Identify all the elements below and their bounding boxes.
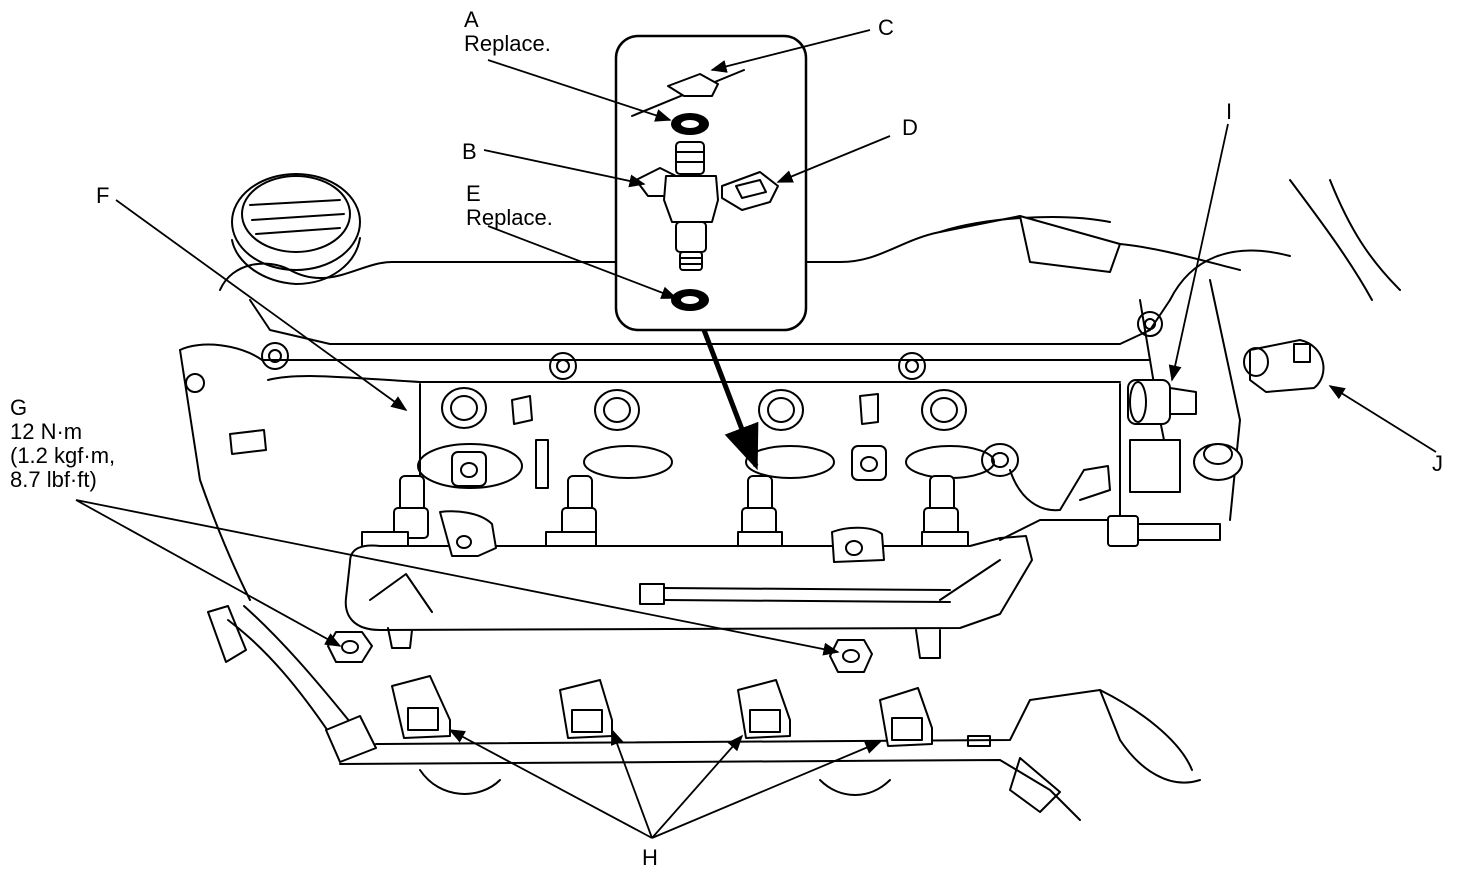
callout-g-imperial: 8.7 lbf·ft) [10, 467, 97, 492]
callout-c-letter: C [878, 15, 894, 40]
callout-d-letter: D [902, 115, 918, 140]
callout-d: D [902, 116, 918, 140]
callout-b: B [462, 140, 477, 164]
studs [229, 393, 879, 489]
callout-b-letter: B [462, 139, 477, 164]
fuel-rail [344, 510, 1221, 659]
callout-j: J [1432, 452, 1443, 476]
callout-h: H [642, 846, 658, 870]
callout-a: A Replace. [464, 8, 551, 56]
callout-i-letter: I [1226, 99, 1233, 124]
injector-bores [441, 387, 967, 431]
callout-g-letter: G [10, 395, 28, 420]
callout-g: G 12 N·m (1.2 kgf·m, 8.7 lbf·ft) [10, 396, 115, 492]
callout-e-note: Replace. [466, 205, 553, 230]
callout-g-metric: (1.2 kgf·m, [10, 443, 116, 468]
head-bolt-bosses [185, 311, 1163, 393]
oil-filler-cap [231, 173, 361, 285]
right-fittings [981, 339, 1325, 512]
callout-a-letter: A [464, 7, 479, 32]
callout-e: E Replace. [466, 182, 553, 230]
callout-f-letter: F [96, 183, 110, 208]
leader-lines [75, 29, 1437, 839]
installed-injectors [361, 475, 969, 559]
callout-f: F [96, 184, 109, 208]
spacer-collars [451, 445, 887, 487]
callout-e-letter: E [466, 181, 481, 206]
fuel-rail-nuts [327, 631, 873, 673]
injector-harness [207, 605, 1201, 821]
inset-to-engine-arrow [701, 329, 759, 471]
intake-ports [417, 443, 995, 489]
callout-a-note: Replace. [464, 31, 551, 56]
callout-c: C [878, 16, 894, 40]
callout-g-torque: 12 N·m [10, 419, 83, 444]
callout-j-letter: J [1432, 451, 1443, 476]
callout-i: I [1226, 100, 1232, 124]
callout-h-letter: H [642, 845, 658, 870]
